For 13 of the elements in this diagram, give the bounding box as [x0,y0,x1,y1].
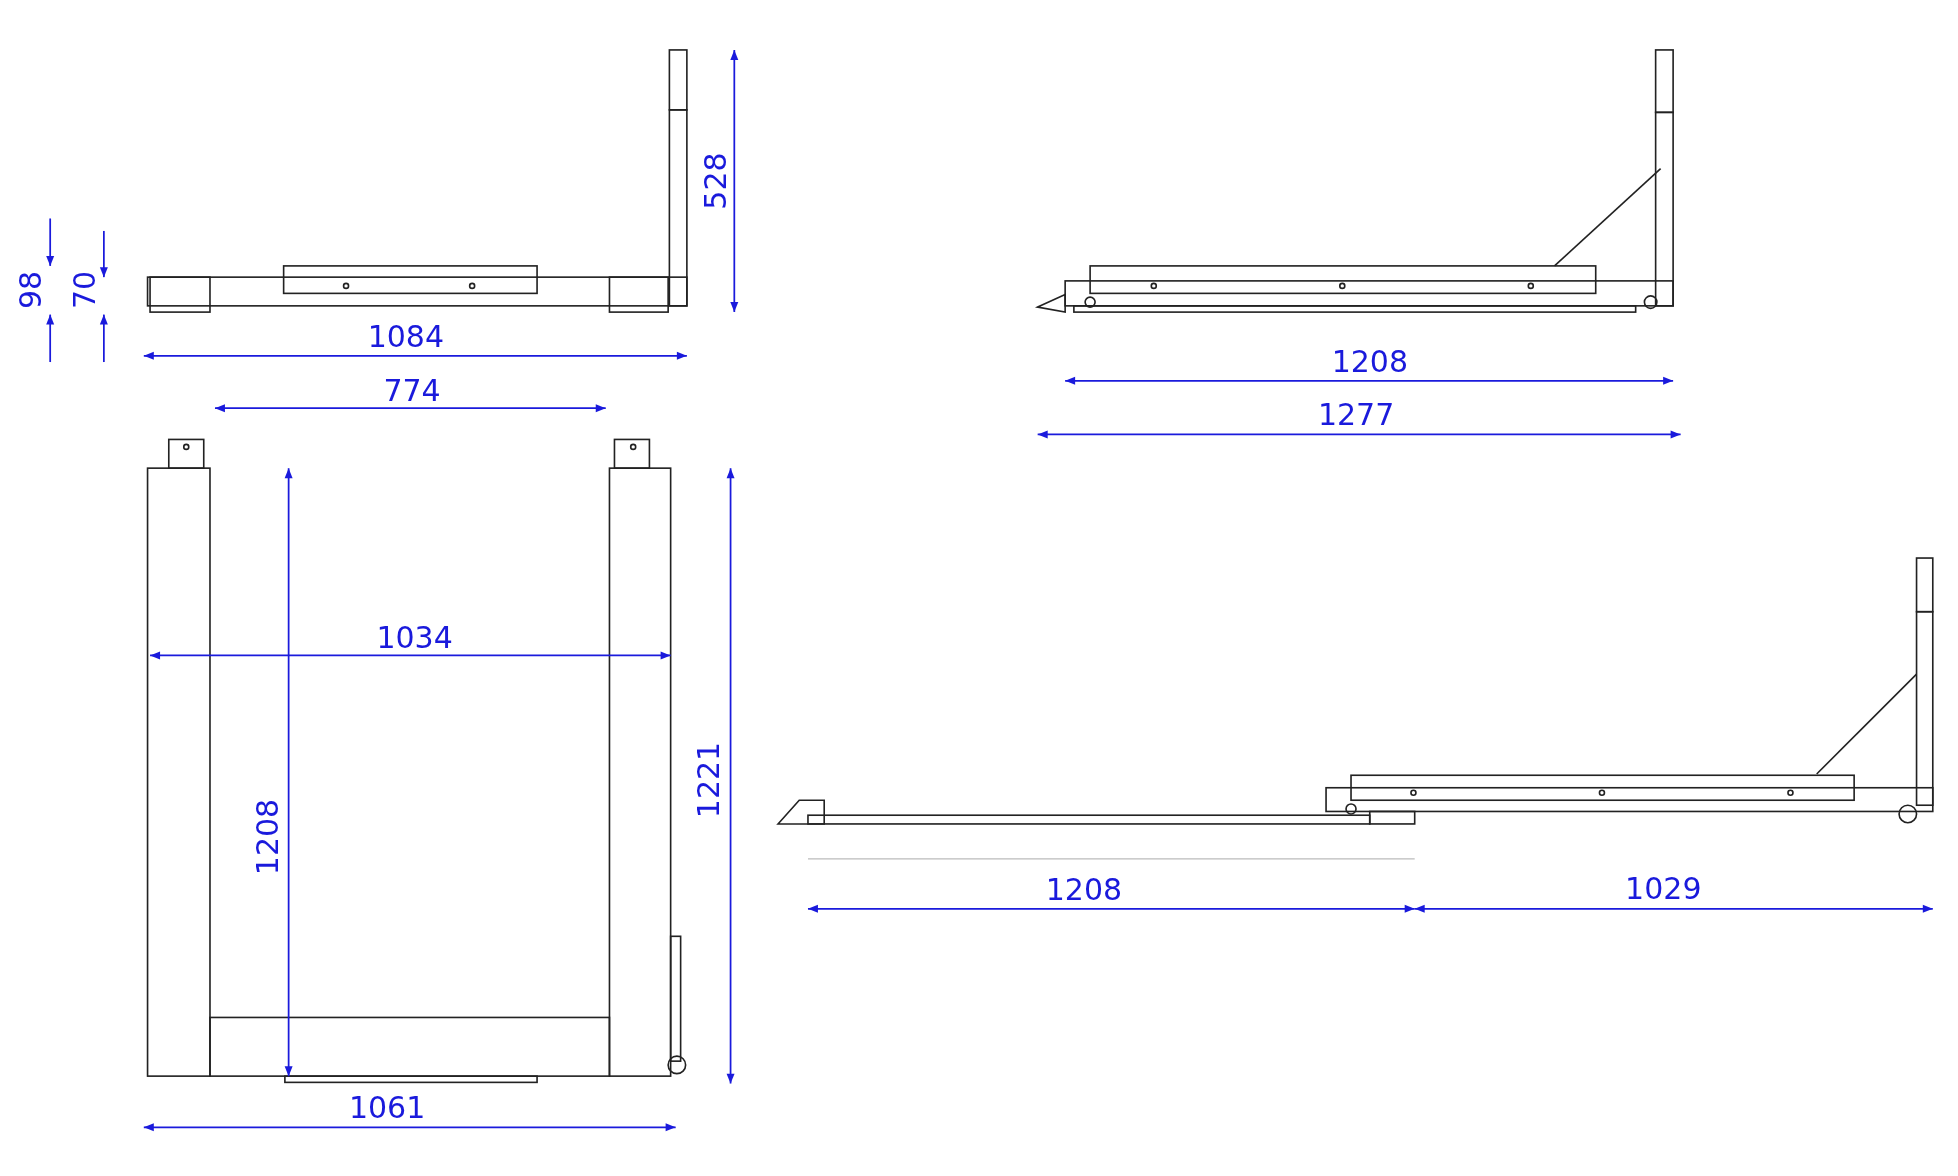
dimension-value: 528 [700,152,731,210]
dimension-value: 1221 [694,742,725,819]
dimension-value: 1034 [376,623,453,654]
dimension-value: 1208 [1045,875,1123,906]
dimension-value: 1061 [348,1092,426,1123]
dimension-value: 774 [383,375,441,406]
dimension-value: 1277 [1317,399,1395,430]
dimension-value: 1208 [1331,347,1408,378]
dimension-value: 1029 [1625,874,1702,905]
dimension-value: 1208 [253,798,284,875]
dimension-value: 1084 [367,322,444,353]
dimension-value: 98 [16,270,47,309]
dimension-value: 70 [69,270,100,309]
